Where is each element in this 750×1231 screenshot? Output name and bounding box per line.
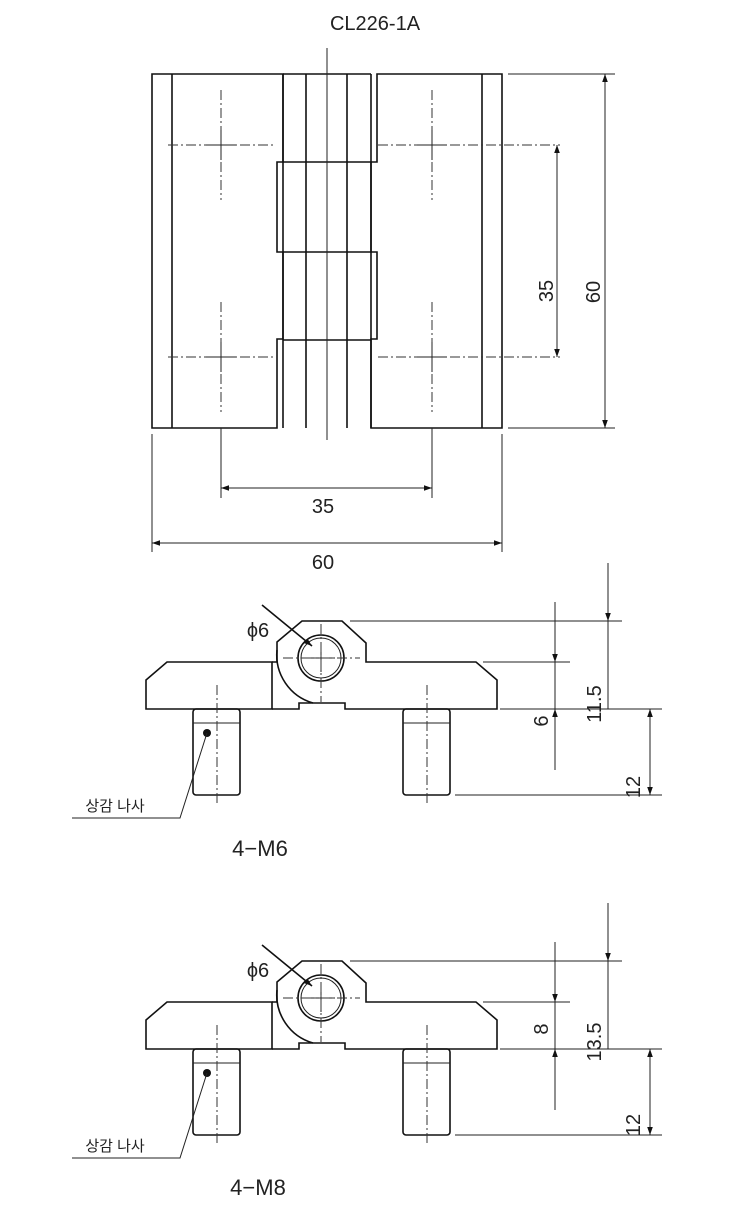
side-view-m8: ϕ6 상감 나사 4−M8 8 13.5 12: [72, 903, 662, 1200]
dim-pin-length: 12: [623, 776, 645, 798]
dim-vertical-60: 60: [583, 281, 605, 303]
knuckle: [282, 48, 372, 440]
dim-axis-to-plate: 6: [531, 715, 553, 726]
top-view: 35 60 35 60: [151, 48, 615, 574]
right-leaf: [370, 73, 503, 429]
drawing-title: CL226-1A: [330, 13, 421, 35]
dim-horizontal-60: 60: [312, 552, 334, 574]
thread-label: 4−M6: [232, 836, 288, 861]
dim-vertical-35: 35: [536, 280, 558, 302]
thread-label: 4−M8: [230, 1175, 286, 1200]
dim-axis-to-plate: 8: [531, 1023, 553, 1034]
dim-pin-length: 12: [623, 1114, 645, 1136]
dim-total-height: 11.5: [584, 685, 606, 722]
diameter-label: ϕ6: [247, 960, 269, 982]
diameter-label: ϕ6: [247, 620, 269, 642]
insert-screw-label: 상감 나사: [85, 1138, 145, 1155]
insert-screw-label: 상감 나사: [85, 798, 145, 815]
top-view-dimensions: 35 60 35 60: [151, 73, 615, 574]
dim-horizontal-35: 35: [312, 496, 334, 518]
hole-centerlines: [168, 90, 560, 412]
side-view-m6: ϕ6 상감 나사 4−M6 6 11.5 12: [72, 563, 662, 861]
dim-total-height: 13.5: [584, 1023, 606, 1062]
